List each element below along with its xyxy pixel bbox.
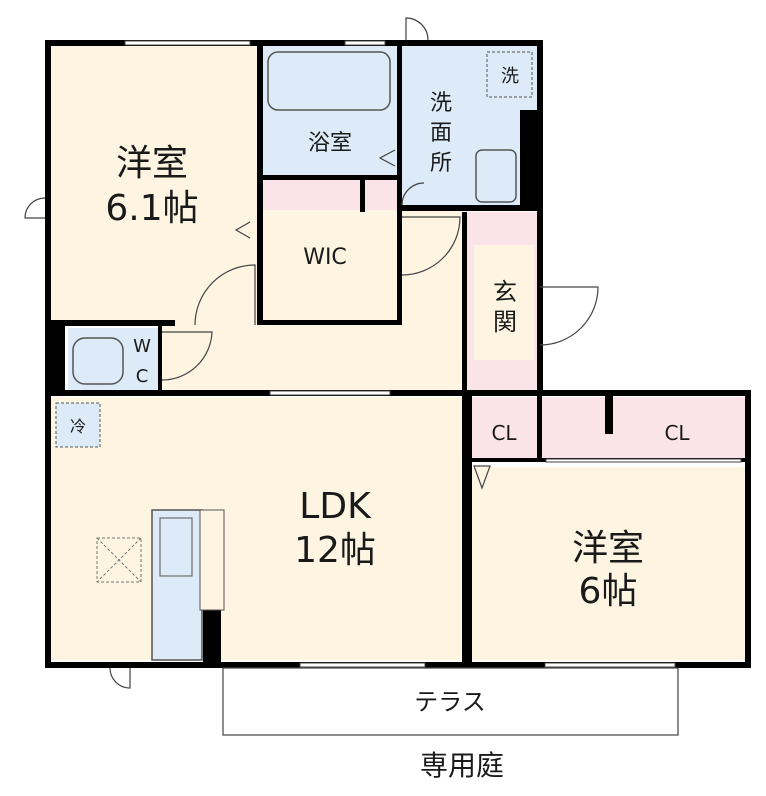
hallway-fill (160, 210, 465, 392)
washroom-char-2: 面 (430, 121, 452, 146)
bedroom-north-name: 洋室 (116, 143, 188, 184)
bedroom-south-size: 6帖 (579, 571, 638, 612)
terrace-label: テラス (414, 688, 486, 716)
washer-label: 洗 (501, 66, 519, 87)
garden-label: 専用庭 (420, 749, 504, 782)
bath-label: 浴室 (308, 131, 352, 156)
ldk-size: 12帖 (294, 530, 376, 571)
bedroom-south-name: 洋室 (572, 528, 644, 569)
washbasin (475, 149, 517, 203)
small-storage-fill (362, 180, 400, 210)
kitchen-side (199, 509, 225, 611)
closet-right-fill (542, 397, 745, 462)
closet-left-fill (472, 397, 537, 462)
windows (124, 40, 742, 668)
wc-char-c: C (136, 366, 149, 387)
door-swings (24, 17, 599, 689)
closet-left-label: CL (491, 421, 517, 445)
ldk-fill (50, 397, 465, 660)
kitchen-sink (159, 517, 193, 577)
wc-char-w: W (133, 336, 151, 357)
toilet (72, 337, 124, 385)
closet-right-label: CL (664, 421, 690, 445)
fridge-box (55, 402, 101, 448)
bathtub (267, 51, 391, 111)
walls (45, 40, 751, 668)
entrance-char-1: 玄 (493, 278, 517, 306)
fridge-label: 冷 (70, 417, 86, 436)
bedroom-north-size: 6.1帖 (105, 188, 198, 229)
washer-box (486, 51, 533, 98)
entrance-floor (474, 245, 534, 360)
bedroom-south-fill (472, 467, 745, 660)
washroom-char-1: 洗 (430, 91, 452, 116)
ldk-name: LDK (299, 486, 372, 527)
terrace (222, 667, 679, 736)
entrance-char-2: 関 (493, 308, 517, 336)
washroom-char-3: 所 (430, 151, 452, 176)
dashed-box (96, 537, 142, 583)
wic-label: WIC (303, 245, 347, 270)
